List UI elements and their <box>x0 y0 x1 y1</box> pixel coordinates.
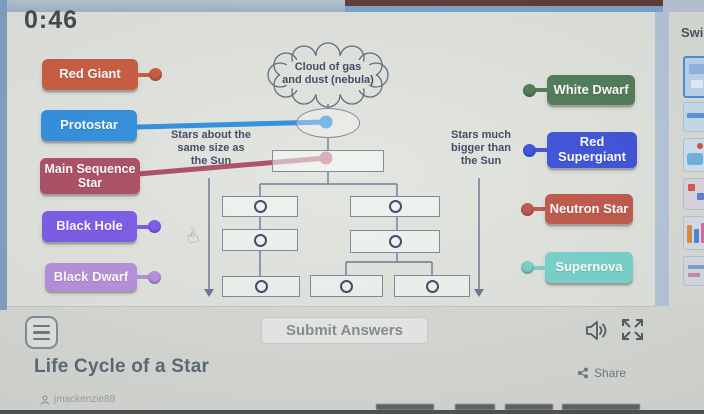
footer-link[interactable] <box>562 404 640 410</box>
label-text: Neutron Star <box>549 200 629 216</box>
connector-dot[interactable] <box>521 261 534 274</box>
connector-stub <box>530 265 545 270</box>
screen-bottom-edge <box>0 410 704 414</box>
template-thumbnail[interactable] <box>683 138 704 172</box>
share-icon <box>577 367 588 379</box>
answer-slot-big-2[interactable] <box>350 230 440 253</box>
volume-icon[interactable] <box>586 320 610 341</box>
answer-slot-big-4[interactable] <box>394 275 470 297</box>
thumbnail-art <box>697 143 703 149</box>
screen-left-edge <box>0 0 7 310</box>
label-white-dwarf[interactable]: White Dwarf <box>523 75 635 105</box>
thumbnail-art <box>689 64 704 74</box>
answer-slot-sun-2[interactable] <box>222 229 298 251</box>
label-text: Main Sequence Star <box>44 162 136 190</box>
answer-slot-ellipse[interactable] <box>296 108 360 138</box>
template-thumbnail[interactable] <box>683 102 704 132</box>
label-text: Supernova <box>555 259 623 275</box>
menu-button[interactable] <box>25 316 58 349</box>
label-text: Black Hole <box>56 218 123 234</box>
thumbnail-art <box>688 265 704 269</box>
slot-target-circle <box>388 200 402 213</box>
screen-top-edge-dark <box>345 0 663 6</box>
thumbnail-art <box>691 80 703 88</box>
thumbnail-art <box>687 225 692 243</box>
connector-stub <box>532 88 547 92</box>
template-thumbnail[interactable] <box>683 178 704 210</box>
connector-stub <box>138 72 153 77</box>
thumbnail-art <box>694 229 699 243</box>
connector-dot[interactable] <box>521 202 534 216</box>
submit-answers-button[interactable]: Submit Answers <box>261 317 428 344</box>
label-black-dwarf[interactable]: Black Dwarf <box>45 263 161 291</box>
share-label: Share <box>594 366 627 380</box>
timer: 0:46 <box>24 6 79 34</box>
author-row: jmackenzie88 <box>40 394 115 405</box>
label-text: Red Supergiant <box>558 134 626 164</box>
label-text: Red Giant <box>59 66 121 82</box>
label-red-giant[interactable]: Red Giant <box>42 59 162 90</box>
slot-target-circle <box>253 200 267 213</box>
user-icon <box>40 394 50 405</box>
answer-slot-sun-3[interactable] <box>222 276 300 297</box>
connector-dot[interactable] <box>148 270 161 284</box>
slot-target-circle <box>425 279 439 293</box>
screen-top-corner <box>663 0 704 12</box>
connector-stub <box>137 224 152 229</box>
label-text: Black Dwarf <box>53 268 129 284</box>
slot-target-circle <box>388 235 402 248</box>
footer-link[interactable] <box>505 404 553 410</box>
activity-title: Life Cycle of a Star <box>34 356 210 377</box>
thumbnail-art <box>687 113 704 118</box>
label-neutron-star[interactable]: Neutron Star <box>521 194 633 224</box>
label-text: Protostar <box>60 117 118 133</box>
connector-stub <box>532 148 547 152</box>
connector-dot[interactable] <box>149 68 162 81</box>
connector-dot[interactable] <box>523 83 536 97</box>
thumbnail-art <box>697 193 704 200</box>
template-thumbnail[interactable] <box>683 256 704 286</box>
slot-target-circle <box>340 279 353 293</box>
right-branch-label: Stars much bigger than the Sun <box>451 129 511 168</box>
fullscreen-icon[interactable] <box>619 316 646 343</box>
screen-top-edge <box>0 0 345 12</box>
answer-slot-sun-1[interactable] <box>222 196 298 217</box>
screen-top-edge-blue <box>345 6 663 13</box>
label-red-supergiant[interactable]: Red Supergiant <box>523 132 637 168</box>
answer-slot-big-1[interactable] <box>350 196 440 217</box>
panel-scrollbar[interactable] <box>655 12 669 306</box>
panel-heading: Swi <box>681 25 704 40</box>
author-name: jmackenzie88 <box>54 394 116 405</box>
label-protostar[interactable]: Protostar <box>41 110 137 141</box>
label-main-sequence-star[interactable]: Main Sequence Star <box>40 158 140 194</box>
label-text: White Dwarf <box>553 81 629 97</box>
connector-stub <box>530 207 545 211</box>
nebula-label: Cloud of gas and dust (nebula) <box>282 61 374 87</box>
template-thumbnail[interactable] <box>683 56 704 98</box>
slot-target-circle <box>253 233 267 247</box>
slot-target-circle <box>254 280 268 293</box>
footer-link[interactable] <box>376 404 434 410</box>
label-black-hole[interactable]: Black Hole <box>42 211 161 242</box>
footer-link[interactable] <box>455 404 495 410</box>
answer-slot-main[interactable] <box>272 150 384 172</box>
thumbnail-art <box>688 273 700 277</box>
answer-slot-big-3[interactable] <box>310 275 383 297</box>
thumbnail-art <box>688 184 695 191</box>
label-supernova[interactable]: Supernova <box>521 252 633 283</box>
share-button[interactable]: Share <box>577 366 626 380</box>
thumbnail-art <box>687 153 703 165</box>
connector-dot[interactable] <box>523 143 536 157</box>
thumbnail-art <box>701 223 704 243</box>
template-thumbnail[interactable] <box>683 216 704 250</box>
connector-dot[interactable] <box>148 220 161 233</box>
left-branch-label: Stars about the same size as the Sun <box>170 129 252 168</box>
connector-stub <box>137 275 152 279</box>
